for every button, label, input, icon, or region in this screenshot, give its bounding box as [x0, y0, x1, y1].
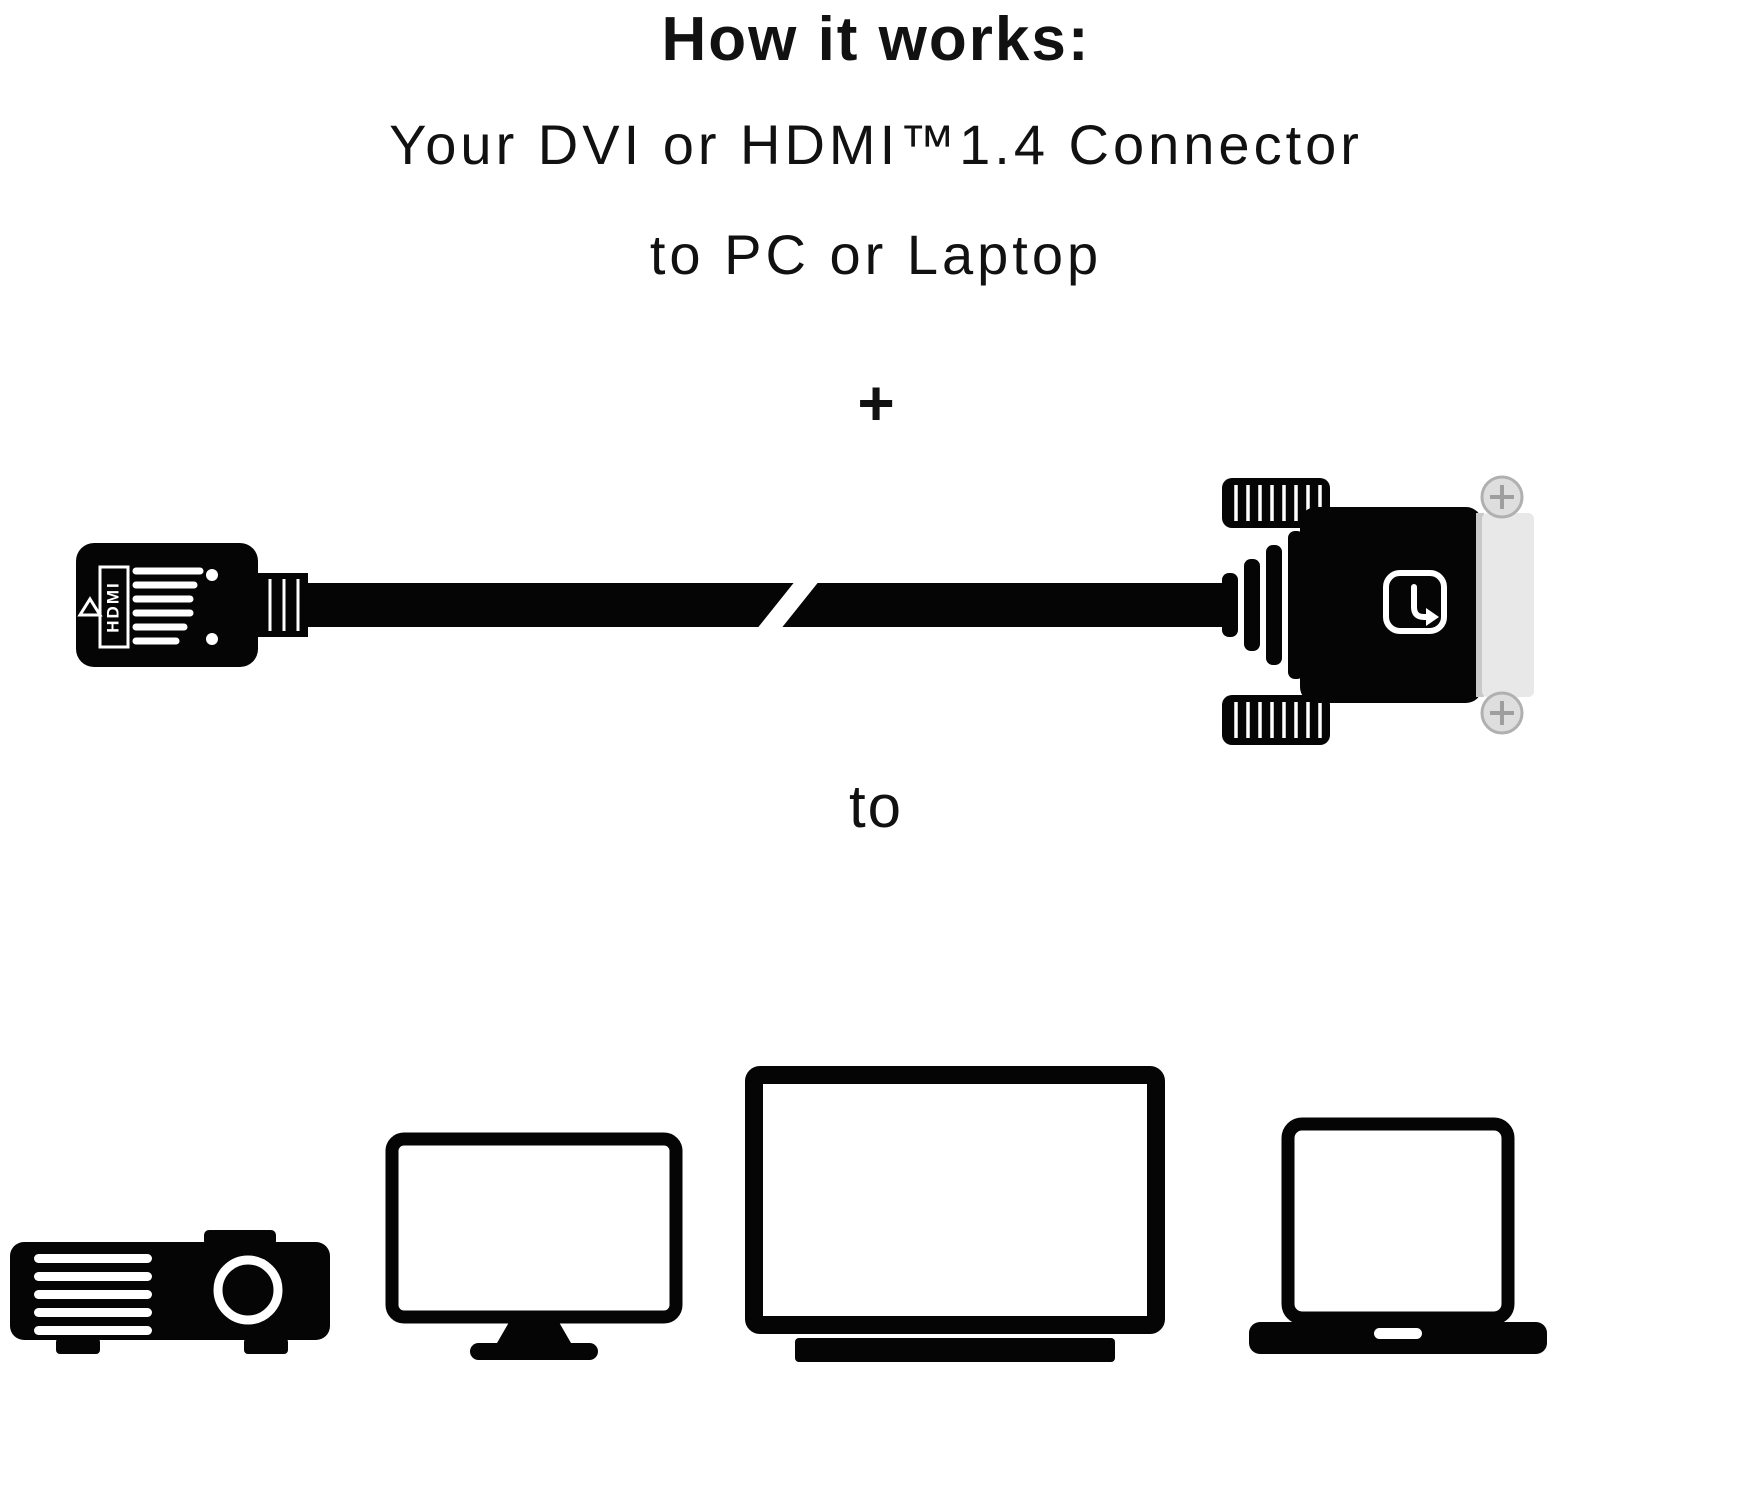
- hdmi-port-blades: [132, 567, 204, 645]
- page-title: How it works:: [661, 5, 1091, 74]
- laptop-trackpad-notch: [1374, 1328, 1422, 1339]
- hdmi-label-box: [98, 565, 130, 649]
- to-operator: to: [848, 773, 904, 840]
- dvi-face-plate: [1482, 513, 1534, 697]
- dvi-screw-top: [1480, 475, 1524, 519]
- hdmi-label: HDMI: [103, 581, 122, 632]
- hdmi-pin-dot-top: [206, 569, 218, 581]
- hdmi-triangle-marker: [77, 596, 103, 617]
- dvi-connector-icon: [1222, 475, 1534, 745]
- hdmi-connector-icon: HDMI: [76, 543, 308, 667]
- cable-break-slash: [752, 575, 824, 635]
- laptop-icon: [1249, 1117, 1547, 1354]
- dvi-plate-edge: [1476, 513, 1484, 697]
- dvi-strain-relief: [1222, 531, 1304, 679]
- projector-icon: [10, 1230, 330, 1354]
- hdmi-pin-dot-bottom: [206, 633, 218, 645]
- plus-operator: +: [857, 367, 895, 439]
- projector-vents: [34, 1254, 152, 1335]
- subtitle-line-2: to PC or Laptop: [649, 223, 1103, 286]
- dvi-thumbscrew-bottom: [1222, 695, 1330, 745]
- dvi-body: [1300, 507, 1482, 703]
- dvi-screw-bottom: [1480, 691, 1524, 735]
- dvi-logo-icon: [1383, 570, 1447, 634]
- hdmi-to-dvi-cable-illustration: HDMI: [76, 475, 1534, 745]
- cable-line: [300, 575, 1225, 635]
- monitor-icon: [385, 1132, 683, 1360]
- tv-icon: [745, 1066, 1165, 1362]
- subtitle-line-1: Your DVI or HDMI™1.4 Connector: [389, 113, 1363, 176]
